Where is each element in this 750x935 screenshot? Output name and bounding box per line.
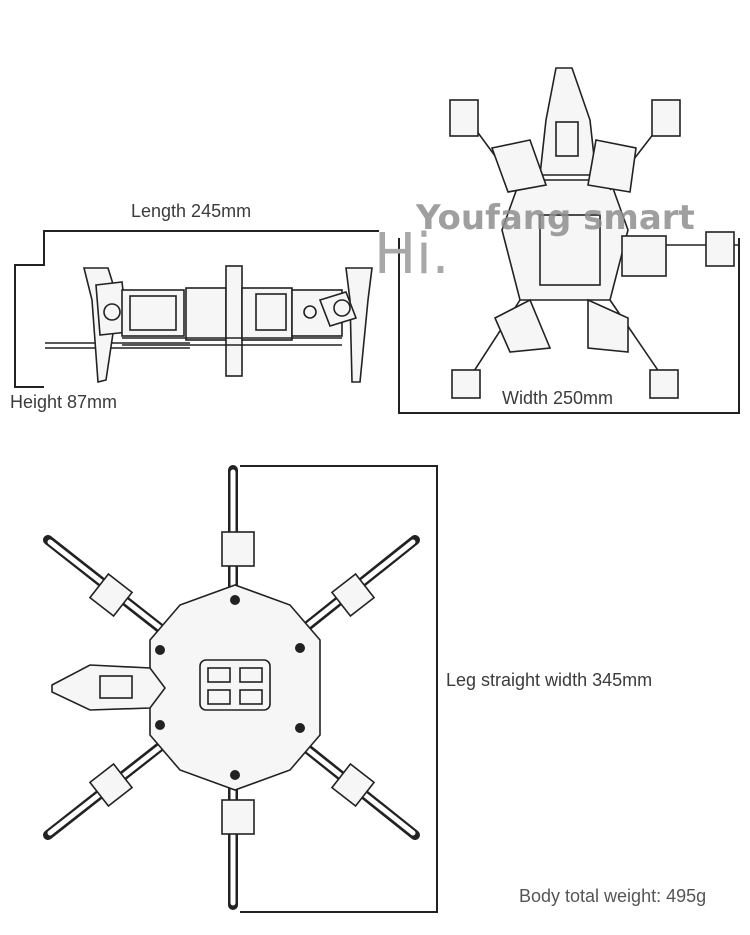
width-label: Width 250mm — [502, 388, 614, 408]
width-dimension-line — [398, 238, 740, 414]
leg-width-label: Leg straight width 345mm — [446, 670, 653, 690]
brand-watermark: Youfang smart — [416, 198, 695, 238]
greeting-watermark: Hi. — [374, 222, 450, 287]
height-dimension-line — [14, 264, 44, 388]
length-label: Length 245mm — [131, 201, 252, 221]
weight-label: Body total weight: 495g — [519, 886, 707, 906]
height-label: Height 87mm — [10, 392, 118, 412]
length-dimension-line — [43, 230, 379, 266]
leg-width-dimension-line — [240, 465, 438, 913]
